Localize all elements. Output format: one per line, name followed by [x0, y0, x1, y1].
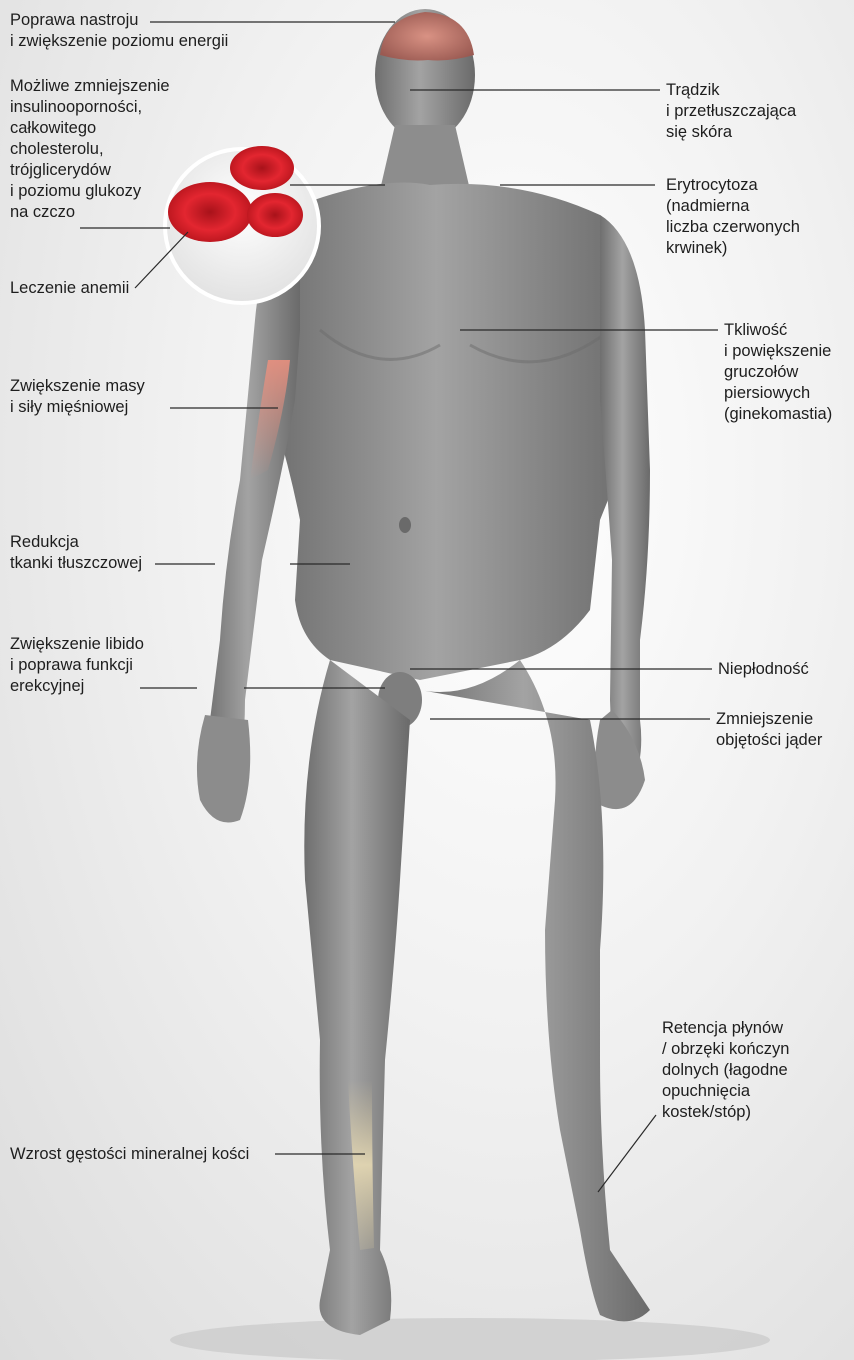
label-infertility: Niepłodność [718, 659, 809, 680]
red-blood-cell-icon [247, 193, 303, 237]
floor-shadow [170, 1318, 770, 1360]
neck [380, 125, 470, 190]
label-bone: Wzrost gęstości mineralnej kości [10, 1144, 249, 1165]
left-hand [197, 715, 250, 823]
navel [399, 517, 411, 533]
label-edema: Retencja płynów/ obrzęki kończyn dolnych… [662, 1018, 789, 1123]
blood-cells-magnifier [165, 146, 319, 303]
red-blood-cell-icon [168, 182, 252, 242]
label-erythrocytosis: Erytrocytoza(nadmierna liczba czerwonych… [666, 175, 800, 259]
torso [270, 183, 640, 681]
brain-icon [380, 12, 474, 60]
red-blood-cell-icon [230, 146, 294, 190]
right-arm [600, 215, 650, 790]
label-anemia: Leczenie anemii [10, 278, 129, 299]
left-leg [304, 660, 410, 1335]
